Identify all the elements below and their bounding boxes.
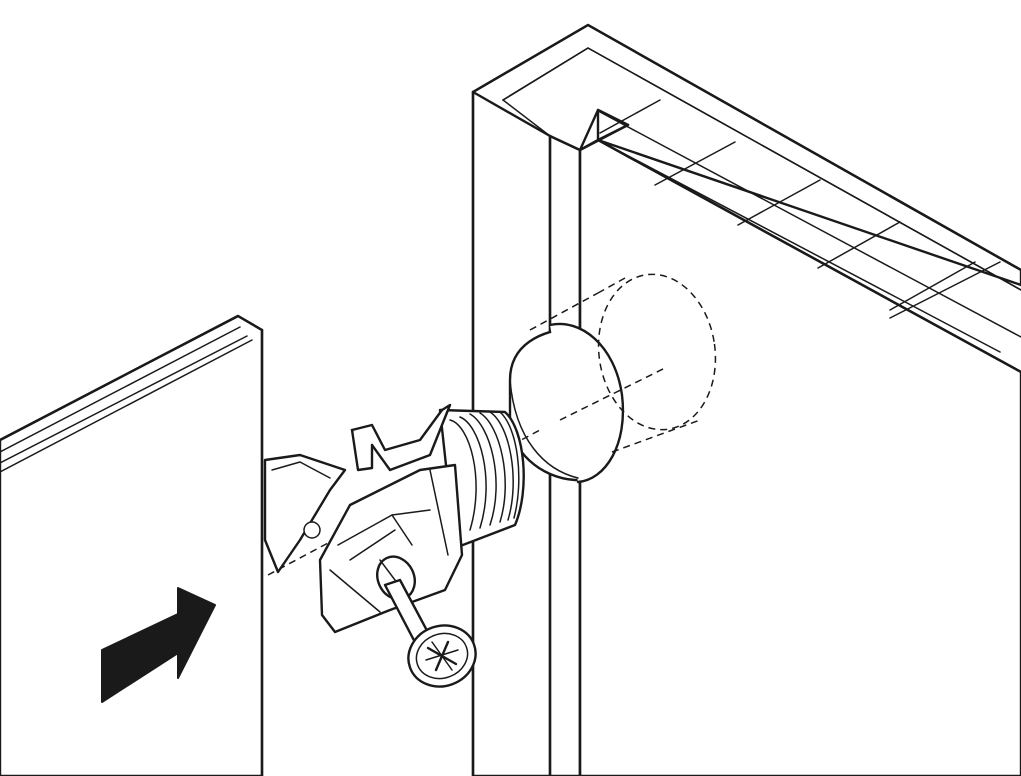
arrow-right-icon bbox=[101, 587, 216, 703]
connector-fitting bbox=[263, 403, 525, 634]
screw bbox=[383, 578, 477, 688]
pozidriv-screw-icon bbox=[425, 640, 459, 672]
front-door-panel bbox=[0, 314, 264, 776]
drilled-bore-hole bbox=[267, 273, 717, 576]
cabinet-side-panel bbox=[471, 23, 1021, 776]
